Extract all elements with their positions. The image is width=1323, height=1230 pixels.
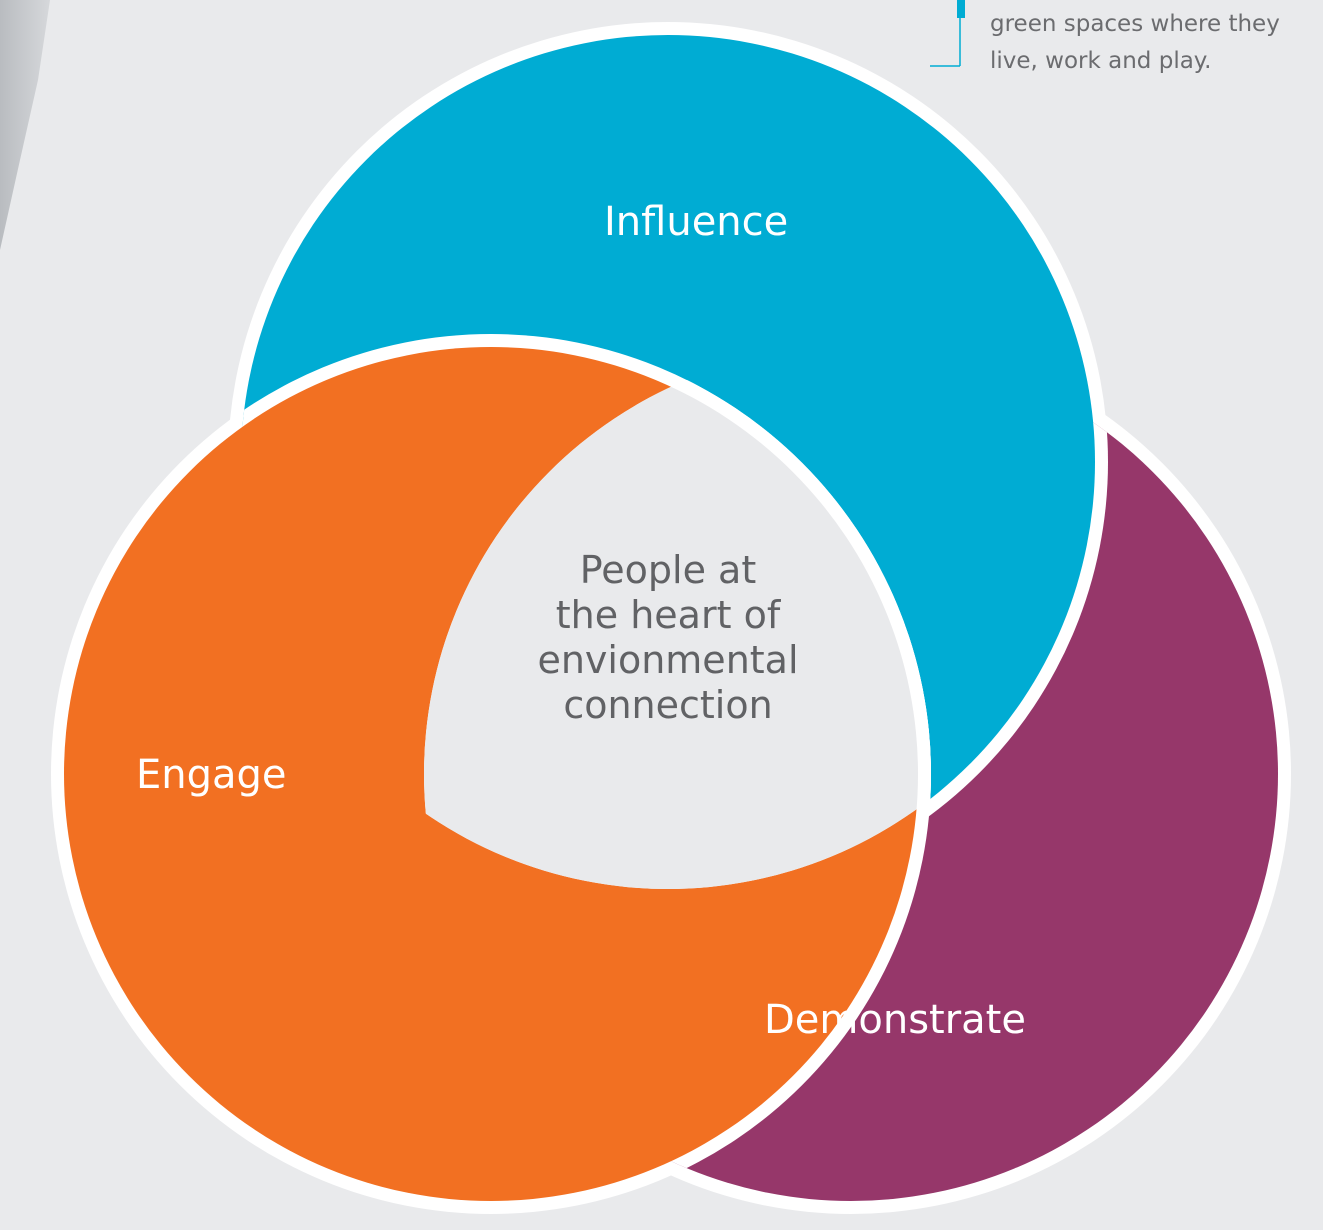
center-statement: People at the heart of envionmental conn… (508, 548, 828, 728)
caption-line-2: live, work and play. (990, 48, 1212, 74)
caption-line-1: green spaces where they (990, 11, 1280, 37)
center-region (424, 347, 918, 889)
center-line-2: the heart of (555, 593, 781, 637)
center-line-3: envionmental (537, 638, 799, 682)
influence-label: Influence (604, 199, 789, 245)
photo-edge-decoration (0, 0, 50, 250)
center-line-4: connection (563, 683, 773, 727)
engage-label: Engage (136, 752, 287, 798)
caption-text: green spaces where they live, work and p… (990, 6, 1280, 80)
caption-bracket-decoration (930, 0, 965, 67)
center-line-1: People at (579, 548, 757, 592)
demonstrate-label: Demonstrate (764, 997, 1026, 1043)
